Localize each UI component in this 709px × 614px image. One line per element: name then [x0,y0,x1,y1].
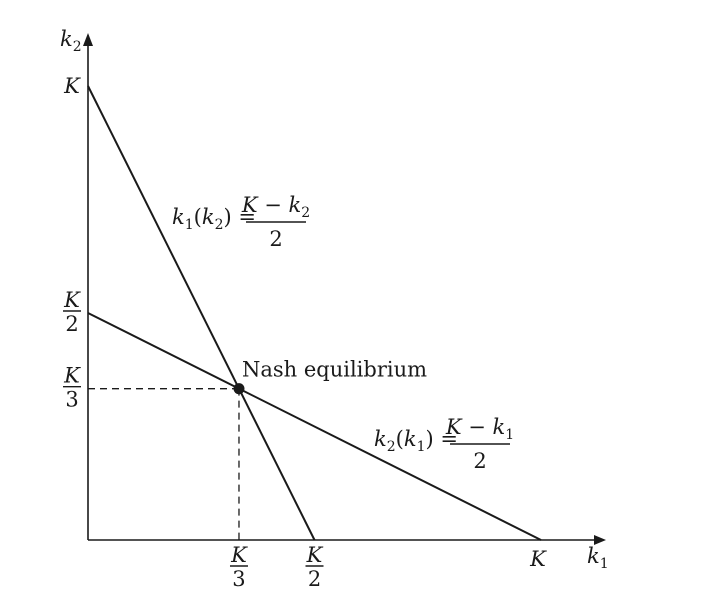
y-tick-label-2-denominator: 2 [65,312,78,336]
best-response-equation-1-denominator: 2 [269,227,282,251]
x-axis-arrow [594,535,606,545]
best-response-equation-2-numerator: K − k1 [445,415,514,443]
best-response-line-1 [87,85,316,541]
best-response-equation-2-denominator: 2 [473,449,486,473]
y-axis-label: k2 [60,27,82,55]
y-tick-label-1: K [63,74,81,98]
x-tick-label-3: K [529,547,547,571]
y-tick-label-3-numerator: K [63,364,81,388]
x-tick-label-1-numerator: K [230,543,248,567]
best-response-line-2 [87,312,542,541]
best-response-equation-1-numerator: K − k2 [241,193,310,221]
x-tick-label-2-denominator: 2 [308,567,321,591]
y-tick-label-3-denominator: 3 [65,388,78,412]
y-axis-arrow [83,33,93,46]
x-tick-label-1-denominator: 3 [232,567,245,591]
x-axis-label: k1 [587,544,609,572]
best-response-equation-2-lhs: k2(k1) = [374,427,458,455]
x-tick-label-2-numerator: K [306,543,324,567]
best-response-equation-1-lhs: k1(k2) = [172,205,256,233]
nash-equilibrium-point [233,383,245,395]
y-tick-label-2-numerator: K [63,288,81,312]
nash-equilibrium-label: Nash equilibrium [242,358,427,382]
